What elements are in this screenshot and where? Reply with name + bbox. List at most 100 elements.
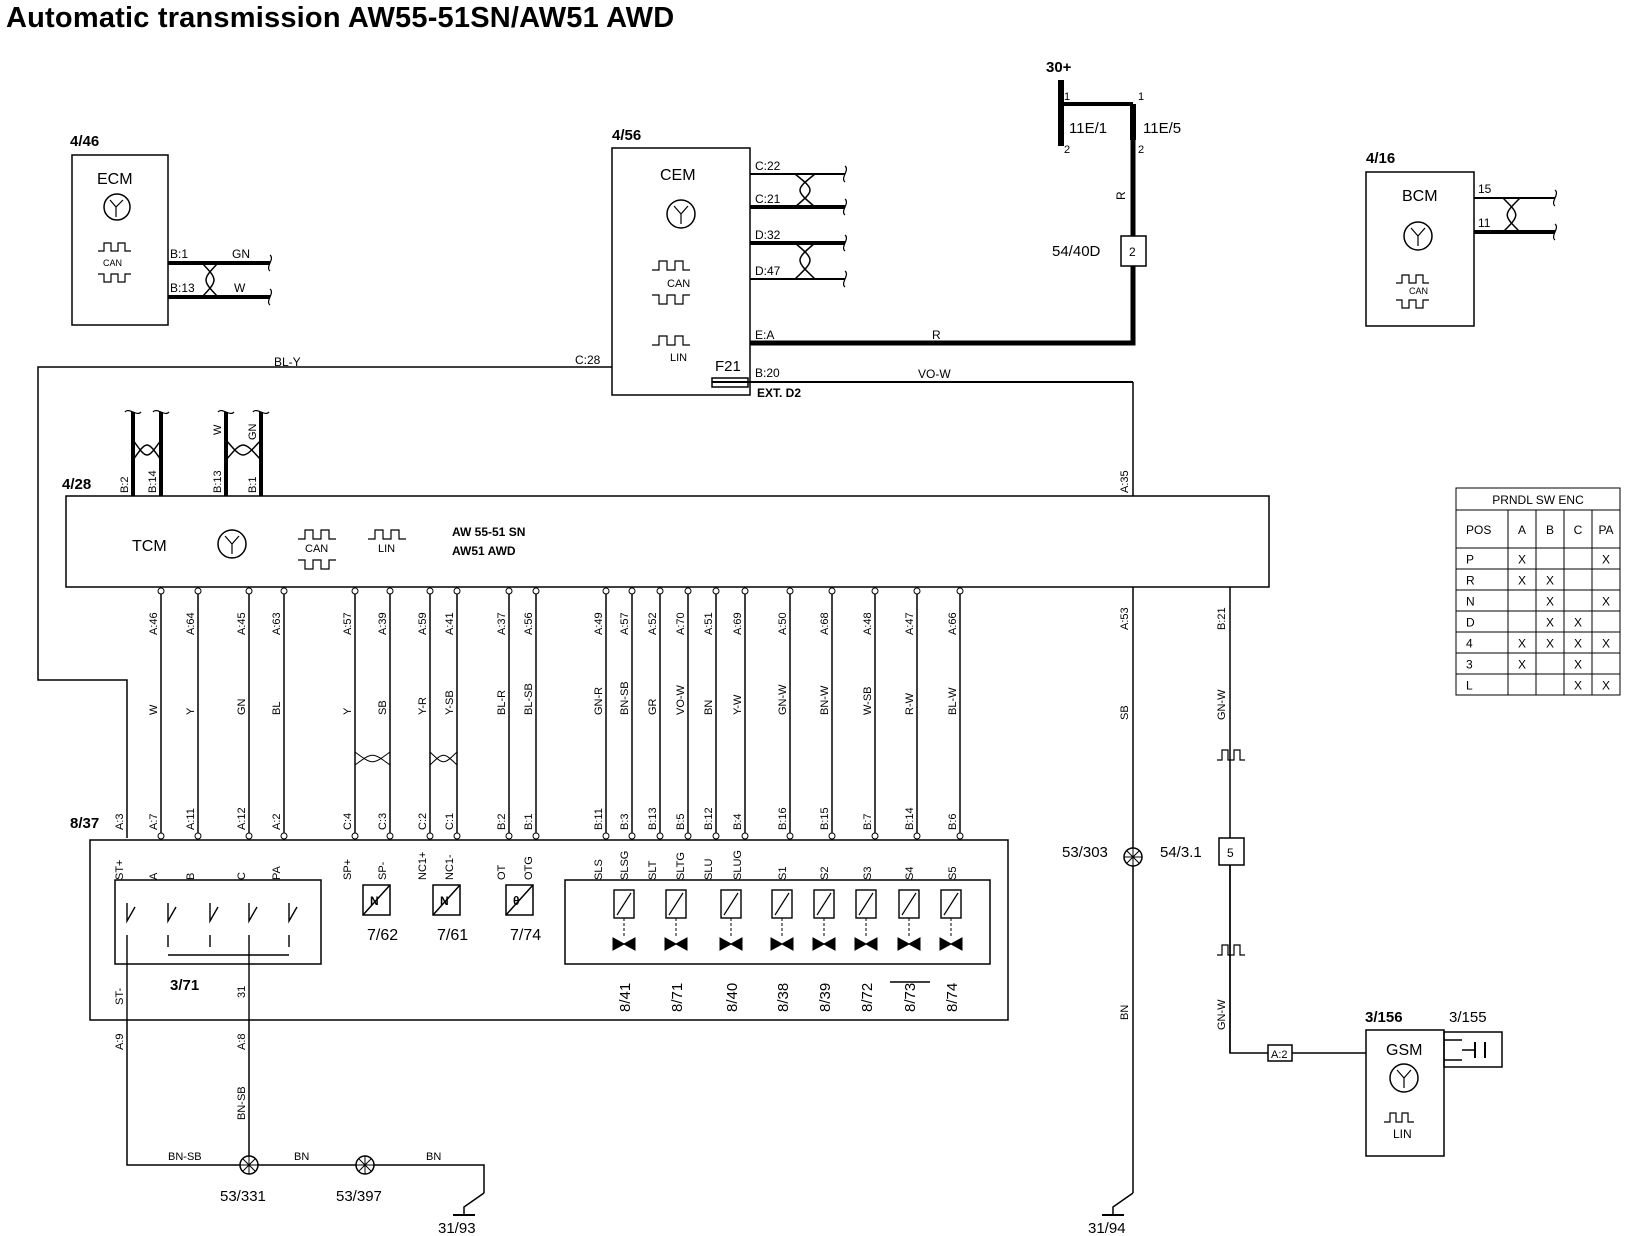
tcm-pin-dot <box>505 587 513 595</box>
bcm-name: BCM <box>1402 188 1438 205</box>
ground-31-94: 31/94 <box>1088 1220 1126 1236</box>
wire-bn-sb-horizontal: BN-SB <box>168 1151 202 1163</box>
valve-conn-pin: B:11 <box>593 808 605 830</box>
tcm-box <box>65 495 1270 588</box>
tcm-bottom-wire: BL-R <box>496 690 508 715</box>
solenoid-coil-mark <box>774 892 790 916</box>
gsm-box <box>1365 1029 1445 1157</box>
prndl-value: X <box>1546 637 1554 651</box>
ground-31-93: 31/93 <box>438 1220 476 1236</box>
prndl-header: C <box>1574 523 1583 537</box>
valve-conn-pin: B:7 <box>862 813 874 830</box>
tcm-name: TCM <box>132 538 167 555</box>
wire-r-upper: R <box>1114 191 1128 200</box>
tcm-pin-dot <box>712 587 720 595</box>
valve-conn-pin: B:6 <box>947 813 959 830</box>
tcm-bottom-wire: Y <box>185 707 197 715</box>
valve-inner-label: ST+ <box>114 860 126 880</box>
prndl-value: X <box>1602 553 1610 567</box>
tcm-bottom-wire: VO-W <box>675 684 687 715</box>
valve-pin-dot <box>786 832 794 840</box>
splice-53-303: 53/303 <box>1062 844 1108 861</box>
tcm-bottom-pin: A:48 <box>862 612 874 635</box>
prndl-value: X <box>1602 679 1610 693</box>
tcm-pin-b21: B:21 <box>1216 607 1228 630</box>
tcm-model-2: AW51 AWD <box>452 544 516 558</box>
tcm-can-label: CAN <box>305 543 328 555</box>
tcm-pin-dot <box>602 587 610 595</box>
fuse2-pin1: 1 <box>1138 91 1144 103</box>
valve-inner-label: S3 <box>862 867 874 880</box>
prndl-cell <box>1535 652 1565 675</box>
sensor-7-74-symbol: θ <box>513 894 520 908</box>
gsm-pin-a2: A:2 <box>1271 1049 1288 1061</box>
sensor-7-74: 7/74 <box>510 927 541 944</box>
valve-inner-label: S1 <box>777 867 789 880</box>
wire-vo-w: VO-W <box>918 367 951 381</box>
prndl-cell <box>1563 547 1593 570</box>
fuse-11e-1: 11E/1 <box>1069 120 1107 137</box>
ecm-wire-gn: GN <box>232 247 250 261</box>
prndl-cell <box>1563 589 1593 612</box>
fuse1-pin1: 1 <box>1064 91 1070 103</box>
tcm-bottom-wire: GN-R <box>593 687 605 715</box>
valve-conn-pin: C:3 <box>377 813 389 830</box>
tcm-bottom-wire: Y-SB <box>444 690 456 715</box>
solenoid-valve-icon <box>612 937 636 951</box>
tcm-pin-dot <box>656 587 664 595</box>
valve-pin-dot <box>245 832 253 840</box>
tcm-pin-dot <box>628 587 636 595</box>
prndl-cell <box>1455 568 1509 591</box>
tcm-lin-label: LIN <box>378 543 395 555</box>
ecm-ref: 4/46 <box>70 133 99 150</box>
connector-54-3-1-pin: 5 <box>1227 846 1234 860</box>
ecm-name: ECM <box>97 171 133 188</box>
tcm-bottom-pin: A:51 <box>703 612 715 635</box>
bcm-can-label: CAN <box>1409 286 1428 296</box>
bcm-ref: 4/16 <box>1366 150 1395 167</box>
tcm-bottom-wire: GN <box>236 698 248 715</box>
solenoid-label-8-38: 8/38 <box>775 983 792 1012</box>
tcm-bottom-wire: GN-W <box>777 684 789 715</box>
gsm-ref: 3/156 <box>1365 1009 1403 1026</box>
solenoid-label-8-39: 8/39 <box>817 983 834 1012</box>
pin-a9: A:9 <box>114 1033 126 1050</box>
prndl-cell <box>1455 547 1509 570</box>
valve-conn-pin: B:13 <box>647 807 659 830</box>
valve-pin-dot <box>157 832 165 840</box>
tcm-bottom-pin: A:37 <box>496 612 508 635</box>
solenoid-label-8-71: 8/71 <box>669 983 686 1012</box>
tcm-bottom-pin: A:64 <box>185 612 197 635</box>
prndl-value: X <box>1602 637 1610 651</box>
valve-inner-label: OT <box>496 864 508 880</box>
valve-conn-pin: A:12 <box>236 807 248 830</box>
prndl-value: 4 <box>1466 637 1473 651</box>
tcm-pin-dot <box>741 587 749 595</box>
tcm-bottom-wire: BN-SB <box>619 681 631 715</box>
tcm-bottom-pin: A:59 <box>417 612 429 635</box>
solenoid-label-8-74: 8/74 <box>944 983 961 1012</box>
valve-conn-pin: A:7 <box>148 813 160 830</box>
valve-body-ref: 8/37 <box>70 815 99 832</box>
prndl-value: R <box>1466 574 1475 588</box>
tcm-pin-dot <box>956 587 964 595</box>
tcm-pin-dot <box>280 587 288 595</box>
cem-can-label: CAN <box>667 278 690 290</box>
valve-conn-pin: B:14 <box>904 807 916 830</box>
tcm-bottom-pin: A:47 <box>904 612 916 635</box>
valve-conn-pin: A:2 <box>271 813 283 830</box>
connector-54-40d-pin: 2 <box>1129 245 1136 259</box>
bcm-pin-15: 15 <box>1478 182 1492 196</box>
prndl-value: D <box>1466 616 1475 630</box>
prndl-cell <box>1591 673 1621 696</box>
cem-pin-c22: C:22 <box>755 159 781 173</box>
tcm-bottom-wire: GR <box>647 698 659 715</box>
valve-pin-dot <box>386 832 394 840</box>
tcm-bottom-wire: R-W <box>904 692 916 715</box>
prndl-value: X <box>1574 616 1582 630</box>
solenoid-coil-mark <box>668 892 684 916</box>
tcm-bottom-wire: Y-W <box>732 694 744 715</box>
valve-conn-pin: B:4 <box>732 813 744 830</box>
tcm-bottom-wire: BL-SB <box>523 683 535 715</box>
connector-54-3-1 <box>1218 837 1245 866</box>
